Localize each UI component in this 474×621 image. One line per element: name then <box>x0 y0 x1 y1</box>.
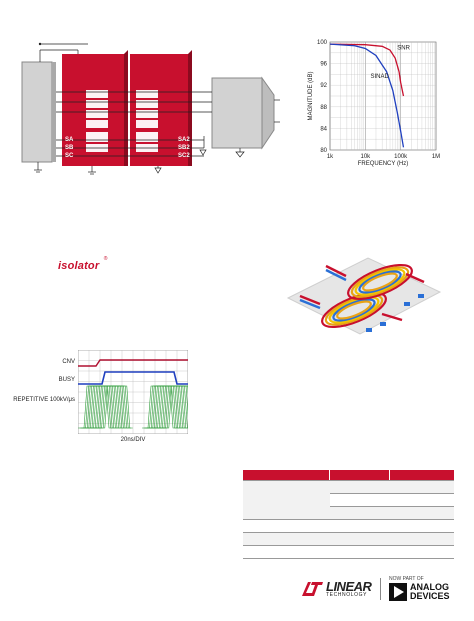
cnv-trace <box>78 359 188 367</box>
y-tick-label: 96 <box>320 62 327 68</box>
isolator-logo: isolator ® <box>58 256 107 274</box>
linear-brand-sub: TECHNOLOGY <box>326 592 368 598</box>
adi-triangle-icon <box>389 583 407 601</box>
y-tick-label: 84 <box>320 126 327 132</box>
table-row <box>243 532 454 546</box>
table-row <box>243 480 454 520</box>
snr-sinad-chart: SNR SINAD 1k 10k 100k 1M 100 96 92 88 84 80 FREQU… <box>308 40 440 167</box>
pin-label-sc: SC <box>65 153 74 159</box>
pin-label-sc2: SC2 <box>178 153 190 159</box>
table-row <box>243 493 454 507</box>
coil-illustration <box>286 257 442 335</box>
block-diagram: SA SB SC SA2 SB2 SC2 <box>21 42 280 175</box>
trademark-mark: ® <box>103 256 108 262</box>
adi-line-1: ANALOG <box>410 582 449 592</box>
isolator-logo-text: isolator <box>58 260 100 272</box>
adc-block <box>211 77 263 149</box>
chart-xlabel: FREQUENCY (Hz) <box>358 161 409 167</box>
adi-logo: ANALOG DEVICES <box>389 583 450 601</box>
series-label-snr: SNR <box>397 46 410 52</box>
pin-label-sb: SB <box>65 145 74 151</box>
table-row <box>243 519 454 533</box>
series-line-snr <box>329 43 405 97</box>
table-row <box>243 506 454 520</box>
transient-trace <box>162 385 188 429</box>
series-label-sinad: SINAD <box>370 74 389 80</box>
now-part-of: NOW PART OF <box>389 576 424 582</box>
lt-mark-icon <box>302 582 323 596</box>
series-line-sinad <box>329 43 405 148</box>
pin-label-sa2: SA2 <box>178 137 190 143</box>
pin-label-sa: SA <box>65 137 74 143</box>
transient-traces <box>78 385 188 429</box>
y-tick-label: 80 <box>320 148 327 154</box>
chart-ylabel: MAGNITUDE (dB) <box>308 71 314 120</box>
scope-display <box>78 350 188 434</box>
left-gray-block <box>21 61 53 163</box>
adi-line-2: DEVICES <box>410 591 450 601</box>
x-tick-label: 100k <box>394 154 408 160</box>
busy-trace <box>78 371 188 385</box>
scope-label-repetitive: REPETITIVE 100kV/μs <box>13 397 75 403</box>
scope-xlabel: 20ns/DIV <box>120 437 146 443</box>
logo-divider <box>380 578 381 600</box>
x-tick-label: 1k <box>327 154 334 160</box>
linear-logo: LINEAR TECHNOLOGY <box>300 579 372 598</box>
y-tick-label: 100 <box>317 40 328 46</box>
x-tick-label: 10k <box>360 154 371 160</box>
scope-label-busy: BUSY <box>58 377 75 383</box>
spec-table <box>243 470 454 559</box>
y-tick-label: 92 <box>320 83 327 89</box>
transient-trace <box>98 385 133 429</box>
table-header-row <box>243 470 454 481</box>
scope-label-cnv: CNV <box>62 359 75 365</box>
linear-brand: LINEAR <box>326 579 372 594</box>
pin-label-sb2: SB2 <box>178 145 190 151</box>
y-tick-label: 88 <box>320 105 327 111</box>
x-tick-label: 1M <box>432 154 440 160</box>
table-row <box>243 545 454 559</box>
